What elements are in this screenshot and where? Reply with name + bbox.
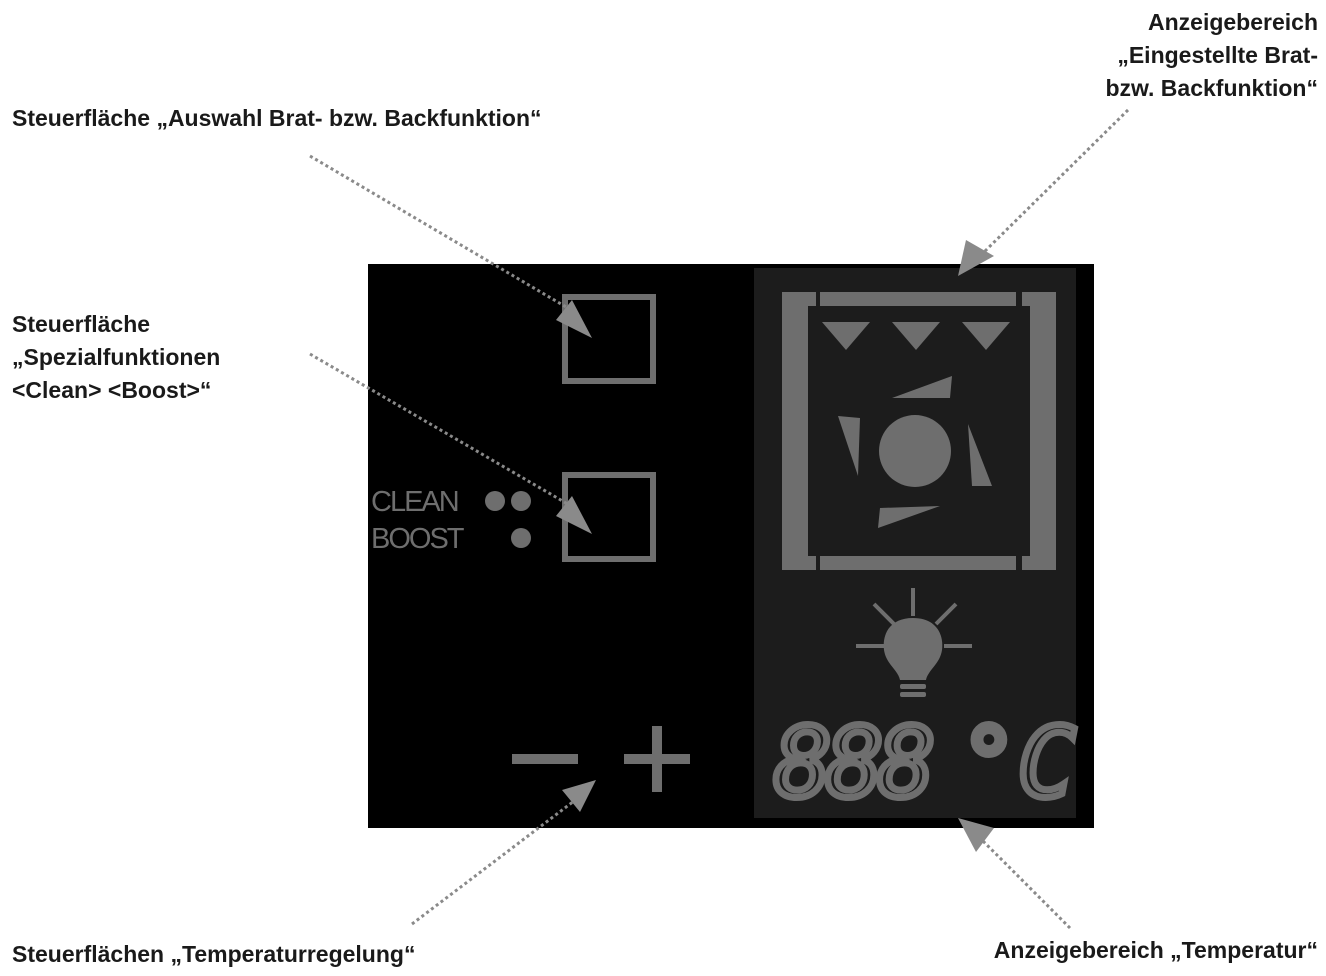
label-control-function-selection: Steuerfläche „Auswahl Brat- bzw. Backfun… [12, 102, 542, 135]
label-control-temperature: Steuerflächen „Temperaturregelung“ [12, 938, 415, 971]
label-control-special-functions: Steuerfläche „Spezialfunktionen <Clean> … [12, 308, 220, 407]
clean-label: CLEAN [371, 486, 460, 518]
label-line: <Clean> <Boost>“ [12, 377, 212, 403]
function-select-button[interactable] [562, 294, 656, 384]
leader-line-temperature-display [966, 824, 1072, 930]
special-function-button[interactable] [562, 472, 656, 562]
label-display-temperature: Anzeigebereich „Temperatur“ [994, 934, 1318, 967]
label-display-function: Anzeigebereich „Eingestellte Brat- bzw. … [1105, 6, 1318, 105]
label-text: Steuerflächen „Temperaturregelung“ [12, 941, 416, 967]
label-text: Anzeigebereich „Temperatur“ [993, 937, 1318, 963]
label-line: „Spezialfunktionen [12, 344, 221, 370]
temperature-plus-button[interactable] [624, 726, 692, 792]
label-line: Steuerfläche [12, 311, 151, 337]
clean-indicator-dot [485, 491, 505, 511]
temperature-minus-button[interactable] [512, 748, 580, 772]
boost-label: BOOST [371, 523, 465, 555]
leader-line-display-function [976, 108, 1130, 260]
label-text: Steuerfläche „Auswahl Brat- bzw. Backfun… [12, 105, 542, 131]
clean-indicator-dot [511, 491, 531, 511]
display-area [754, 268, 1076, 818]
label-line: „Eingestellte Brat- [1117, 42, 1318, 68]
label-line: bzw. Backfunktion“ [1105, 75, 1318, 101]
boost-indicator-dot [511, 528, 531, 548]
label-line: Anzeigebereich [1148, 9, 1318, 35]
